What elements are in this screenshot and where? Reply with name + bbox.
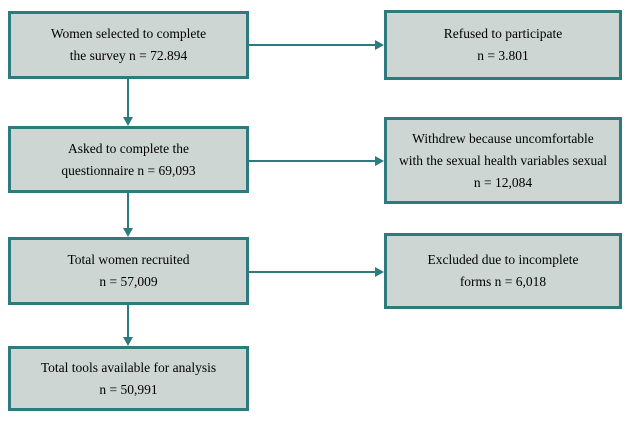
flow-box-excluded: Excluded due to incomplete forms n = 6,0… [384,233,622,309]
flow-box-asked-to-complete: Asked to complete the questionnaire n = … [8,126,249,193]
arrow-asked-to-recruited-icon [122,193,134,237]
flow-box-total-recruited: Total women recruited n = 57,009 [8,237,249,305]
arrow-head-right-icon [375,267,384,277]
arrow-shaft [249,160,377,162]
flow-box-refused: Refused to participate n = 3.801 [384,10,622,80]
arrow-recruited-to-excluded-icon [249,266,384,278]
arrow-shaft [127,79,129,119]
arrow-head-down-icon [123,228,133,237]
flow-box-text-line: n = 50,991 [99,381,158,397]
arrow-shaft [127,305,129,339]
flow-box-text-line: Refused to participate [443,26,563,41]
flow-box-text-line: Total tools available for analysis [40,359,217,375]
flow-box-text-line: n = 3.801 [477,48,529,63]
arrow-recruited-to-analysis-icon [122,305,134,346]
flow-box-text-line: with the sexual health variables sexual [398,152,608,168]
arrow-shaft [249,271,377,273]
flow-box-text-line: Excluded due to incomplete [427,252,579,267]
arrow-selected-to-refused-icon [249,39,384,51]
arrow-head-down-icon [123,337,133,346]
arrow-head-right-icon [375,40,384,50]
flow-box-women-selected: Women selected to complete the survey n … [8,11,249,79]
flow-box-text-line: Total women recruited [67,252,190,267]
flow-box-text-line: n = 57,009 [99,274,158,289]
arrow-head-down-icon [123,117,133,126]
arrow-shaft [249,44,377,46]
flow-box-text-line: the survey n = 72.894 [69,48,188,63]
flow-box-text-line: Women selected to complete [50,26,207,41]
flow-box-text-line: n = 12,084 [473,174,533,190]
flow-box-total-analysis: Total tools available for analysis n = 5… [8,346,249,411]
flow-box-text-line: questionnaire n = 69,093 [61,162,196,178]
flow-box-text-line: Withdrew because uncomfortable [412,130,594,146]
flow-box-text-line: Asked to complete the [67,140,190,156]
flow-box-withdrew: Withdrew because uncomfortable with the … [384,117,622,204]
arrow-shaft [127,193,129,230]
flow-box-text-line: forms n = 6,018 [459,274,547,289]
arrow-selected-to-asked-icon [122,79,134,126]
arrow-head-right-icon [375,156,384,166]
arrow-asked-to-withdrew-icon [249,155,384,167]
